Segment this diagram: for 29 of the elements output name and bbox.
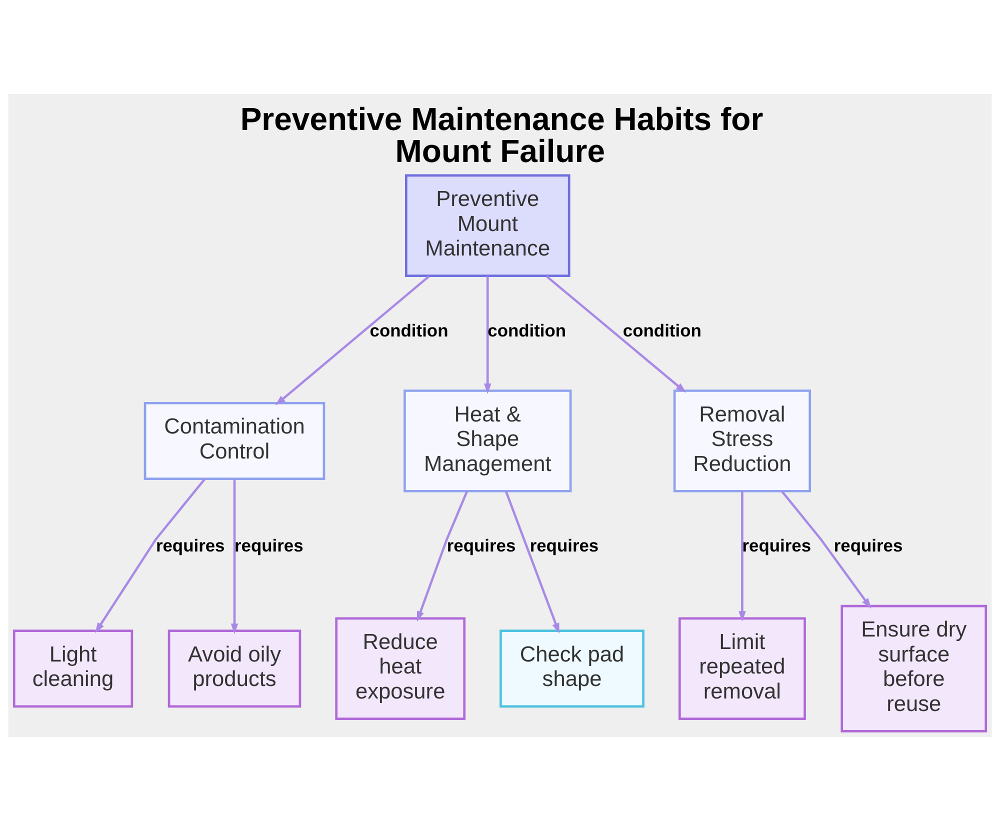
node-box: Heat & Shape Management	[404, 390, 572, 492]
arrow	[781, 490, 872, 609]
node-box: Contamination Control	[144, 402, 326, 480]
node-box: Check pad shape	[500, 630, 644, 708]
edge-label: requires	[834, 536, 903, 556]
edge-label: condition	[622, 320, 702, 340]
arrow	[504, 490, 560, 634]
edge-label: condition	[488, 320, 566, 340]
node-box: Avoid oily products	[168, 630, 302, 708]
edge-label: requires	[742, 536, 812, 556]
edge-label: requires	[446, 536, 516, 556]
edge-label: condition	[370, 320, 448, 340]
edge-label: requires	[530, 536, 599, 556]
arrow	[230, 479, 238, 634]
node-box: Reduce heat exposure	[335, 617, 466, 720]
node-box: Ensure dry surface before reuse	[840, 604, 988, 732]
node-box: Limit repeated removal	[678, 617, 806, 720]
edge-label: requires	[234, 536, 304, 556]
arrow	[416, 490, 468, 622]
edge-label: requires	[156, 536, 225, 556]
arrow	[484, 276, 492, 394]
node-box: Light cleaning	[12, 630, 134, 708]
arrow	[95, 478, 206, 634]
arrow	[738, 491, 746, 622]
node-box: Removal Stress Reduction	[673, 390, 812, 492]
node-box: Preventive Mount Maintenance	[405, 174, 570, 278]
diagram-title: Preventive Maintenance Habits for Mount Failure	[240, 100, 764, 169]
arrow	[275, 275, 430, 406]
arrow	[546, 275, 686, 393]
